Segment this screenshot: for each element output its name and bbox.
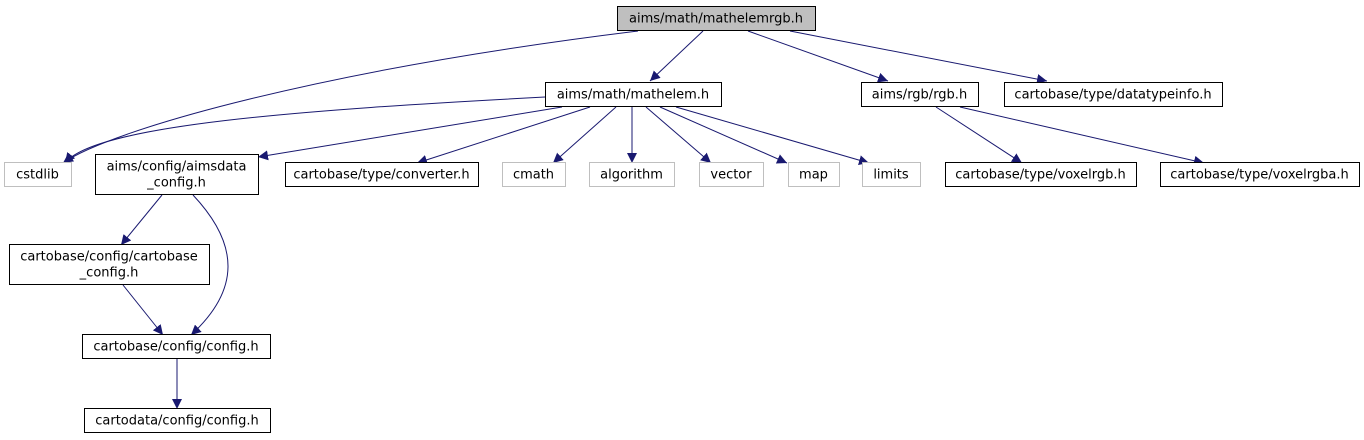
node-box-limits	[862, 162, 921, 187]
node-label-converter-0: cartobase/type/converter.h	[293, 168, 469, 183]
node-dtinfo[interactable]: cartobase/type/datatypeinfo.h	[1004, 82, 1223, 107]
node-label-rgb-0: aims/rgb/rgb.h	[872, 88, 967, 103]
node-box-cbconfig	[82, 334, 271, 359]
node-box-aimscfg	[95, 154, 259, 195]
node-label-aimscfg-0: aims/config/aimsdata	[107, 160, 247, 175]
node-label-algorithm-0: algorithm	[600, 168, 663, 183]
node-box-cdconfig	[84, 408, 271, 433]
node-label-voxelrgba-0: cartobase/type/voxelrgba.h	[1170, 168, 1348, 183]
node-label-voxelrgb-0: cartobase/type/voxelrgb.h	[955, 168, 1125, 183]
edge-mathelem-to-converter	[416, 106, 591, 165]
node-box-cbcfg	[9, 244, 210, 285]
node-rgb[interactable]: aims/rgb/rgb.h	[861, 82, 979, 107]
edge-root-to-cstdlib	[62, 30, 639, 164]
node-label-cbcfg-0: cartobase/config/cartobase	[20, 250, 198, 265]
edge-mathelem-to-limits	[675, 106, 870, 166]
edge-root-to-mathelem	[649, 30, 704, 82]
node-cmath: cmath	[502, 162, 566, 187]
edge-rgb-to-voxelrgb	[935, 106, 1023, 164]
node-map: map	[788, 162, 840, 187]
node-mathelem[interactable]: aims/math/mathelem.h	[545, 82, 722, 107]
edge-mathelem-to-cmath	[552, 106, 617, 164]
node-box-cmath	[502, 162, 566, 187]
node-box-converter	[285, 162, 479, 187]
node-box-cstdlib	[4, 162, 72, 187]
node-aimscfg[interactable]: aims/config/aimsdata_config.h	[95, 154, 259, 195]
node-voxelrgb[interactable]: cartobase/type/voxelrgb.h	[945, 162, 1137, 187]
edge-rgb-to-voxelrgba	[959, 106, 1205, 166]
node-label-aimscfg-1: _config.h	[146, 176, 206, 191]
node-box-dtinfo	[1004, 82, 1223, 107]
nodes-layer: aims/math/mathelemrgb.h aims/math/mathele…	[4, 6, 1360, 433]
edge-cbcfg-to-cbconfig	[122, 284, 164, 336]
edge-aimscfg-to-cbconfig	[190, 194, 229, 336]
node-root[interactable]: aims/math/mathelemrgb.h	[617, 6, 816, 31]
node-cbcfg[interactable]: cartobase/config/cartobase_config.h	[9, 244, 210, 285]
node-label-root-0: aims/math/mathelemrgb.h	[629, 12, 803, 27]
node-label-cstdlib-0: cstdlib	[16, 168, 59, 183]
node-label-cdconfig-0: cartodata/config/config.h	[95, 414, 258, 429]
node-label-map-0: map	[799, 168, 828, 183]
node-label-cbconfig-0: cartobase/config/config.h	[93, 340, 258, 355]
edge-root-to-rgb	[747, 30, 889, 83]
node-box-rgb	[861, 82, 979, 107]
node-label-cmath-0: cmath	[513, 168, 554, 183]
node-label-cbcfg-1: _config.h	[79, 266, 139, 281]
edge-root-to-dtinfo	[789, 30, 1048, 84]
node-box-map	[788, 162, 840, 187]
edge-mathelem-to-map	[659, 106, 788, 164]
edge-mathelem-to-aimscfg	[257, 106, 563, 161]
node-converter[interactable]: cartobase/type/converter.h	[285, 162, 479, 187]
edges-layer	[62, 30, 1205, 409]
node-cstdlib: cstdlib	[4, 162, 72, 187]
node-vector: vector	[699, 162, 764, 187]
node-cbconfig[interactable]: cartobase/config/config.h	[82, 334, 271, 359]
node-cdconfig[interactable]: cartodata/config/config.h	[84, 408, 271, 433]
node-algorithm: algorithm	[589, 162, 675, 187]
node-label-limits-0: limits	[873, 168, 909, 183]
node-label-mathelem-0: aims/math/mathelem.h	[557, 88, 709, 103]
node-box-voxelrgb	[945, 162, 1137, 187]
node-box-root	[617, 6, 816, 31]
node-voxelrgba[interactable]: cartobase/type/voxelrgba.h	[1160, 162, 1360, 187]
node-box-algorithm	[589, 162, 675, 187]
edge-mathelem-to-vector	[645, 106, 712, 164]
node-box-vector	[699, 162, 764, 187]
node-label-vector-0: vector	[710, 168, 752, 183]
node-box-mathelem	[545, 82, 722, 107]
node-label-dtinfo-0: cartobase/type/datatypeinfo.h	[1014, 88, 1211, 103]
edge-mathelem-to-cstdlib	[64, 96, 546, 164]
node-limits: limits	[862, 162, 921, 187]
node-box-voxelrgba	[1160, 162, 1360, 187]
edge-aimscfg-to-cbcfg	[120, 194, 163, 246]
